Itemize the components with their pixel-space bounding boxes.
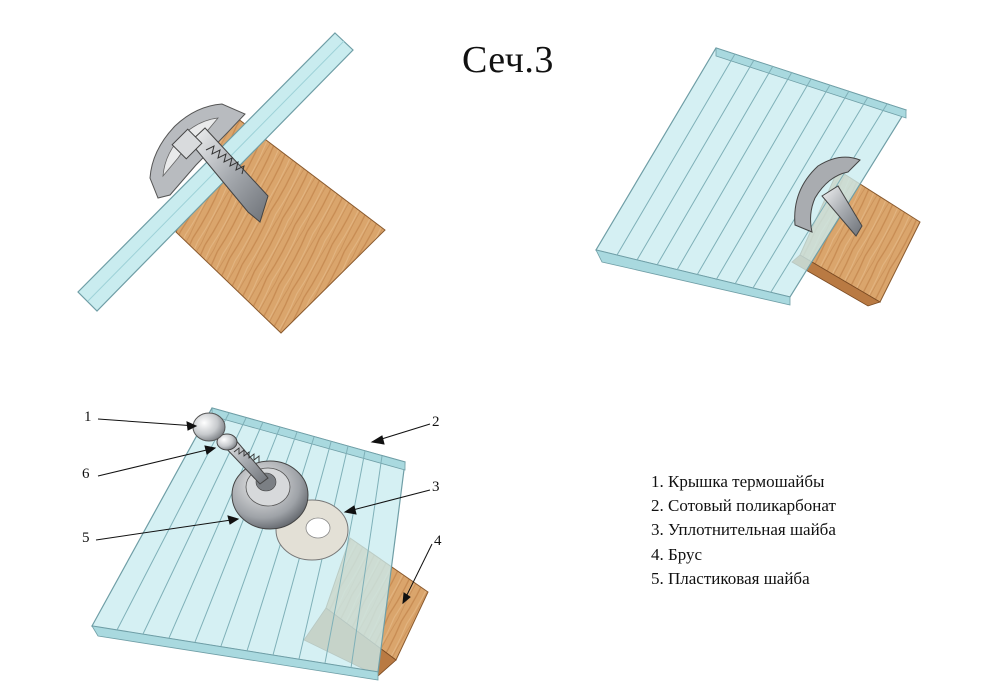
washer-cap (192, 412, 226, 442)
exploded-view (91, 407, 433, 681)
callout-5: 5 (82, 530, 90, 546)
callout-4: 4 (434, 533, 442, 549)
legend-list: 1. Крышка термошайбы 2. Сотовый поликарб… (651, 470, 836, 591)
leader-lines (95, 418, 433, 605)
plastic-washer (231, 460, 309, 530)
callout-6: 6 (82, 466, 90, 482)
screw-3d (821, 185, 863, 237)
section-title: Сеч.3 (462, 39, 554, 81)
legend-item: 2. Сотовый поликарбонат (651, 496, 836, 516)
screw-section (171, 127, 269, 223)
legend-item: 4. Брус (651, 544, 703, 564)
cross-section-view (77, 32, 386, 334)
polycarbonate-sheet-exploded (91, 407, 406, 673)
thermo-washer-3d (794, 156, 861, 233)
legend-item: 1. Крышка термошайбы (651, 472, 825, 491)
callout-1: 1 (84, 409, 92, 425)
screw-exploded (216, 433, 269, 485)
legend-item: 5. Пластиковая шайба (651, 568, 810, 588)
perspective-view (595, 47, 921, 307)
callout-3: 3 (432, 479, 440, 495)
callout-2: 2 (432, 414, 440, 430)
legend-item: 3. Уплотнительная шайба (651, 520, 836, 540)
